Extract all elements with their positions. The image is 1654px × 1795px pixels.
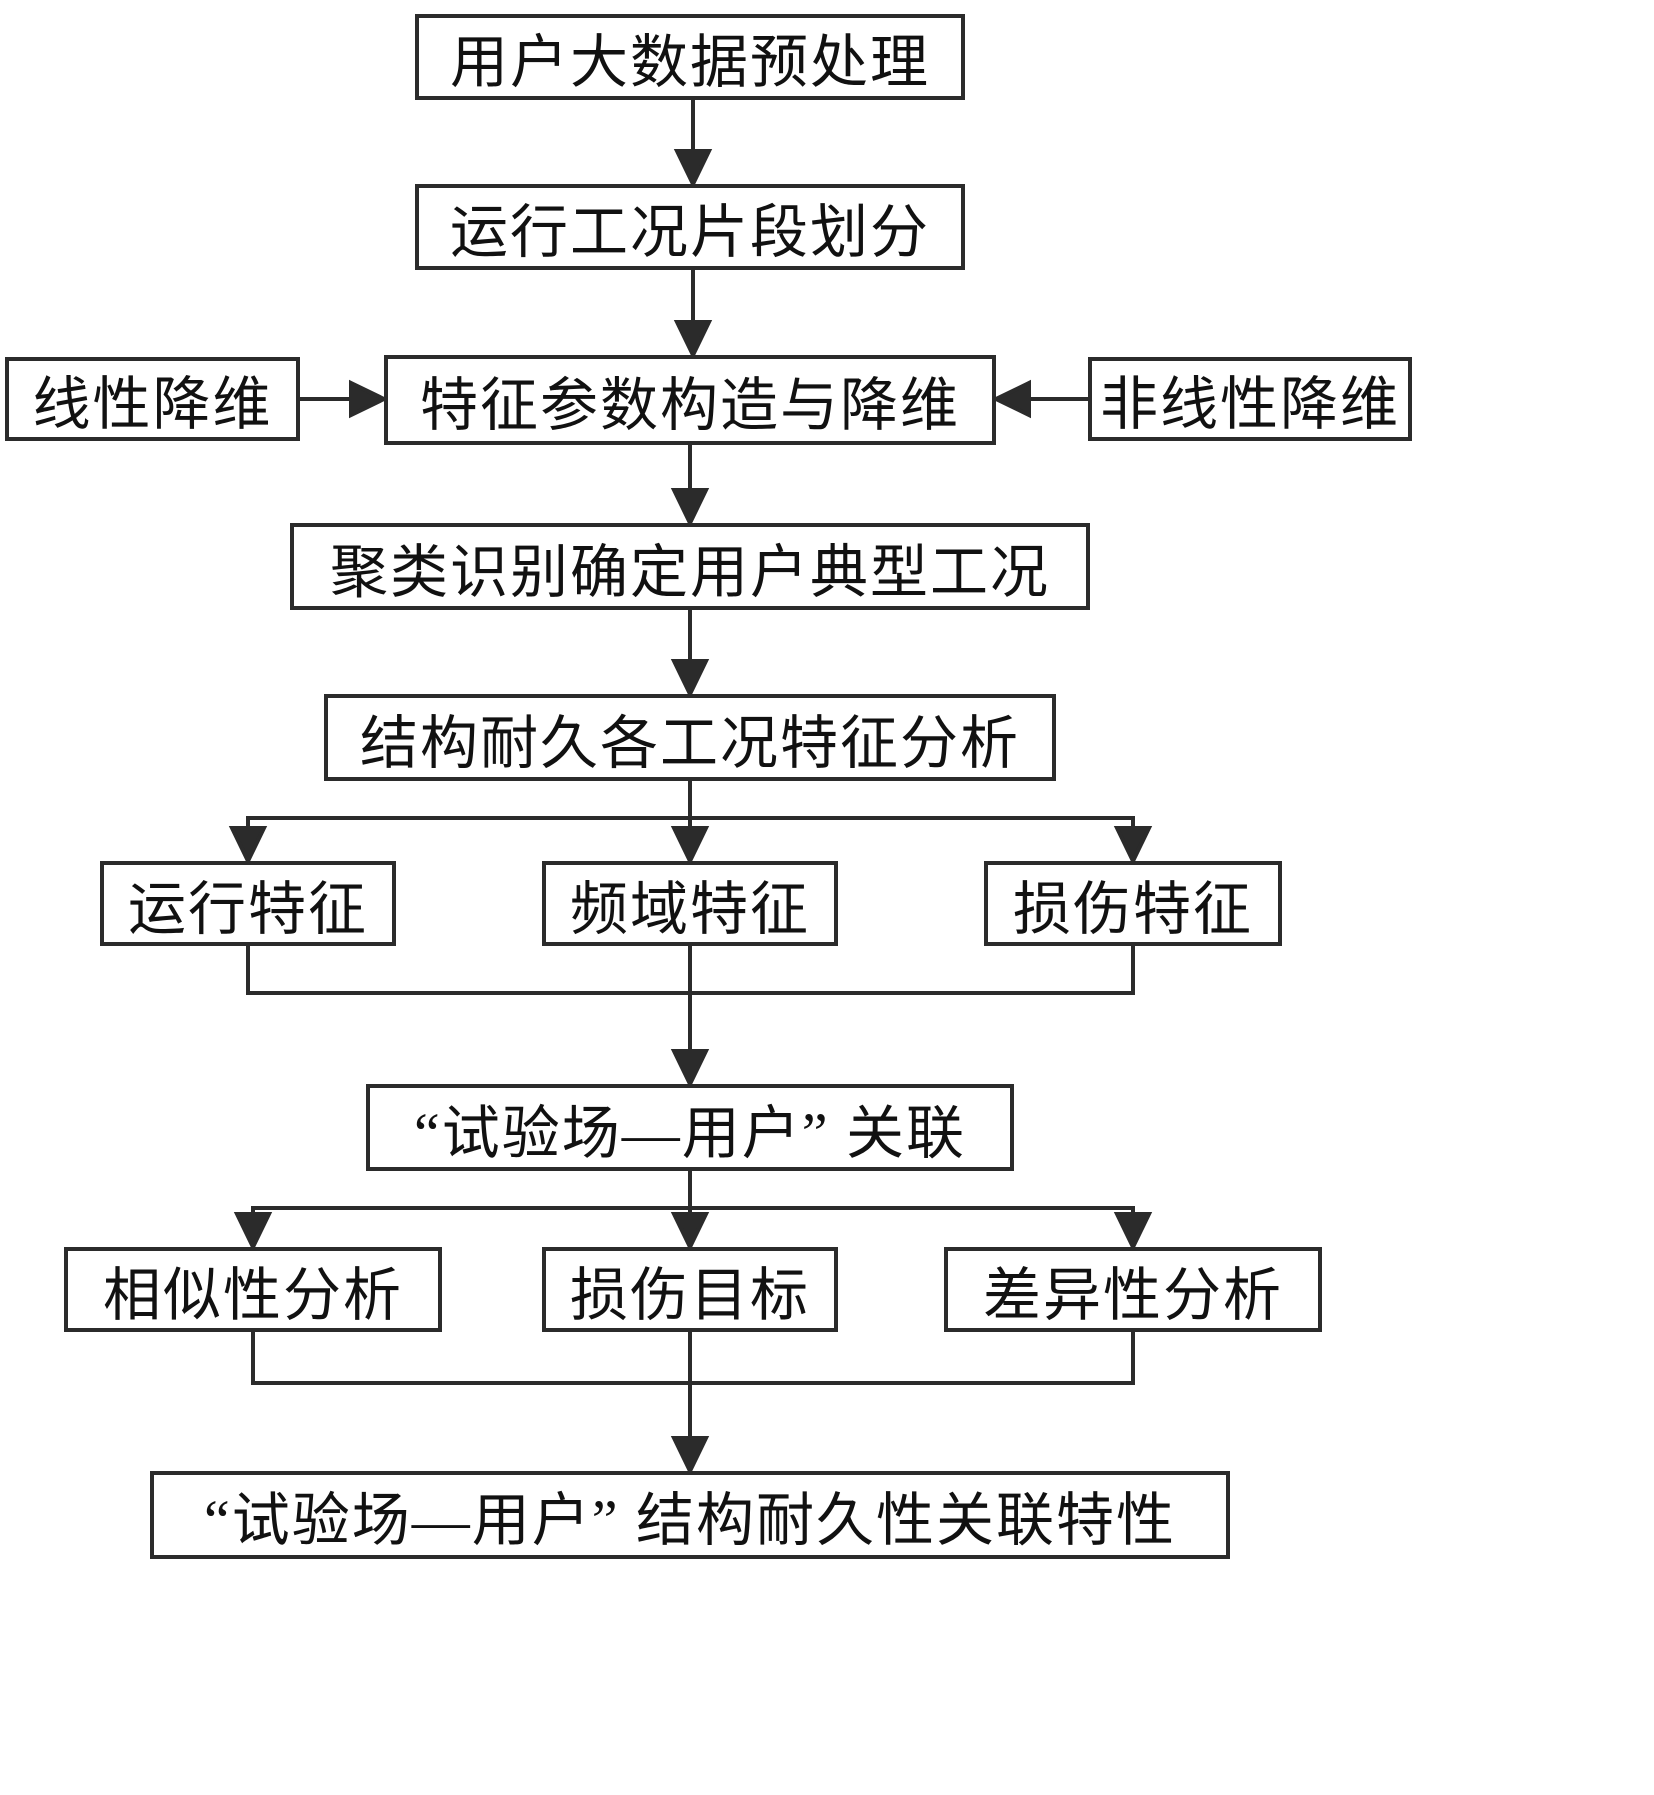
- arrowhead-left-icon: [991, 379, 1031, 419]
- node-durability-analysis: 结构耐久各工况特征分析: [324, 694, 1056, 781]
- node-linear-reduction: 线性降维: [5, 357, 300, 441]
- arrowhead-down-icon: [233, 1212, 273, 1252]
- arrowhead-down-icon: [670, 1436, 710, 1476]
- node-preprocess: 用户大数据预处理: [415, 14, 965, 100]
- arrowhead-down-icon: [670, 1049, 710, 1089]
- node-operating-features: 运行特征: [100, 861, 396, 946]
- arrowhead-down-icon: [1113, 826, 1153, 866]
- node-final-result: “试验场—用户” 结构耐久性关联特性: [150, 1471, 1230, 1559]
- arrowhead-down-icon: [670, 488, 710, 528]
- node-nonlinear-reduction: 非线性降维: [1088, 357, 1412, 441]
- node-clustering: 聚类识别确定用户典型工况: [290, 523, 1090, 610]
- arrowhead-down-icon: [228, 826, 268, 866]
- node-similarity-analysis: 相似性分析: [64, 1247, 442, 1332]
- arrowhead-down-icon: [670, 1212, 710, 1252]
- node-difference-analysis: 差异性分析: [944, 1247, 1322, 1332]
- node-damage-features: 损伤特征: [984, 861, 1282, 946]
- arrowhead-down-icon: [673, 320, 713, 360]
- node-frequency-features: 频域特征: [542, 861, 838, 946]
- arrowhead-down-icon: [670, 659, 710, 699]
- arrowhead-right-icon: [349, 379, 389, 419]
- arrowhead-down-icon: [1113, 1212, 1153, 1252]
- node-association: “试验场—用户” 关联: [366, 1084, 1014, 1171]
- arrowhead-down-icon: [673, 149, 713, 189]
- arrowhead-down-icon: [670, 826, 710, 866]
- node-damage-target: 损伤目标: [542, 1247, 838, 1332]
- node-feature-construction: 特征参数构造与降维: [384, 355, 996, 445]
- node-segmentation: 运行工况片段划分: [415, 184, 965, 270]
